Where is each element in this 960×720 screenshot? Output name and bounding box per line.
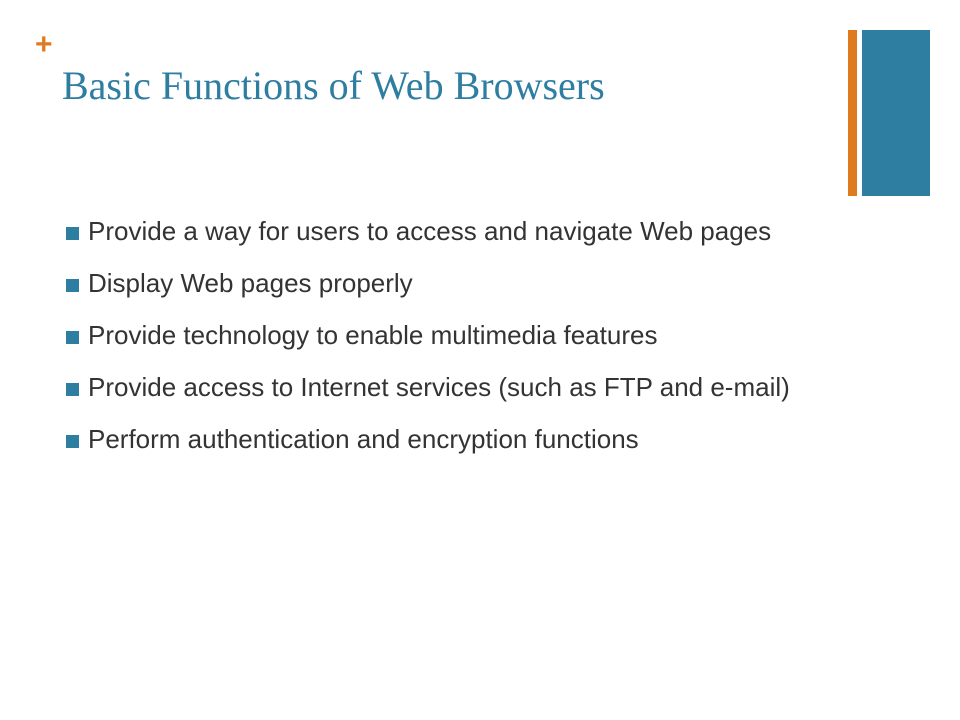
- bullet-text: Provide a way for users to access and na…: [88, 216, 772, 246]
- square-bullet-icon: [66, 227, 79, 240]
- slide-title: Basic Functions of Web Browsers: [62, 63, 605, 108]
- bullet-text: Provide technology to enable multimedia …: [88, 320, 658, 350]
- square-bullet-icon: [66, 435, 79, 448]
- plus-icon: +: [35, 28, 53, 61]
- bullet-text: Perform authentication and encryption fu…: [88, 424, 639, 454]
- blue-accent-bar: [862, 30, 930, 196]
- orange-accent-bar: [848, 30, 857, 196]
- bullet-text: Provide access to Internet services (suc…: [88, 372, 790, 402]
- bullet-item: Perform authentication and encryption fu…: [66, 423, 826, 455]
- bullet-item: Display Web pages properly: [66, 267, 826, 299]
- bullet-item: Provide access to Internet services (suc…: [66, 371, 826, 403]
- square-bullet-icon: [66, 331, 79, 344]
- square-bullet-icon: [66, 279, 79, 292]
- bullet-item: Provide technology to enable multimedia …: [66, 319, 826, 351]
- bullet-item: Provide a way for users to access and na…: [66, 215, 826, 247]
- bullet-list: Provide a way for users to access and na…: [66, 215, 826, 475]
- bullet-text: Display Web pages properly: [88, 268, 413, 298]
- square-bullet-icon: [66, 383, 79, 396]
